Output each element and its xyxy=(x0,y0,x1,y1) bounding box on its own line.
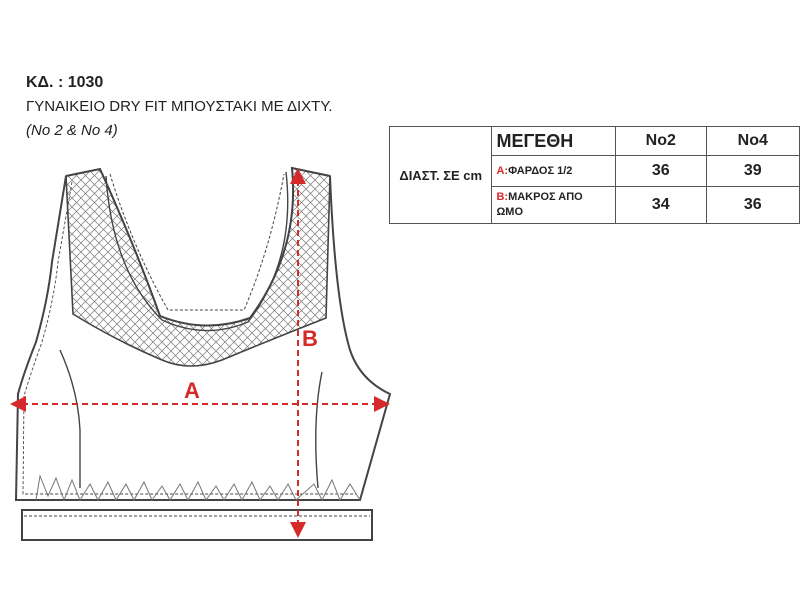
row-b-no4-value: 36 xyxy=(705,186,800,224)
table-row-a: A:ΦΑΡΔΟΣ 1/2 36 39 xyxy=(390,155,800,187)
row-a-label: A:ΦΑΡΔΟΣ 1/2 xyxy=(491,155,616,187)
mesh-panel xyxy=(65,166,331,367)
sizes-header: ΜΕΓΕΘΗ xyxy=(491,126,616,156)
racerback-line xyxy=(109,173,285,311)
column-no4: No4 xyxy=(705,126,800,156)
garment-outline xyxy=(14,175,392,501)
row-a-letter: A: xyxy=(496,164,509,177)
dimension-b-label: B xyxy=(302,326,318,351)
outline-stitch xyxy=(22,181,356,495)
table-row-b: B:ΜΑΚΡΟΣ ΑΠΟ ΩΜΟ 34 36 xyxy=(390,186,800,224)
product-name: ΓΥΝΑΙΚΕΙΟ DRY FIT ΜΠΟΥΣΤΑΚΙ ΜΕ ΔΙΧΤΥ. xyxy=(26,98,333,115)
neckline-inner xyxy=(105,171,289,332)
product-code: ΚΔ. : 1030 xyxy=(26,74,104,91)
right-side-seam xyxy=(315,371,323,489)
table-header-row: ΔΙΑΣΤ. ΣΕ cm ΜΕΓΕΘΗ No2 No4 xyxy=(388,126,800,224)
dimension-a-label: A xyxy=(184,378,200,403)
row-a-no4-value: 39 xyxy=(705,155,800,187)
left-side-seam xyxy=(59,349,81,488)
unit-label: ΔΙΑΣΤ. ΣΕ cm xyxy=(388,126,493,224)
row-a-no2-value: 36 xyxy=(614,155,707,187)
row-b-no2-value: 34 xyxy=(614,186,707,224)
size-chart-table: ΔΙΑΣΤ. ΣΕ cm ΜΕΓΕΘΗ No2 No4 A:ΦΑΡΔΟΣ 1/2… xyxy=(388,126,800,224)
neckline-trim xyxy=(65,166,331,327)
row-b-text: ΜΑΚΡΟΣ ΑΠΟ ΩΜΟ xyxy=(496,191,583,218)
row-b-letter: B: xyxy=(496,191,509,203)
zigzag-pattern xyxy=(35,474,361,502)
row-b-label: B:ΜΑΚΡΟΣ ΑΠΟ ΩΜΟ xyxy=(491,186,616,224)
row-a-text: ΦΑΡΔΟΣ 1/2 xyxy=(508,164,573,177)
waistband xyxy=(21,509,373,541)
product-sizes: (No 2 & No 4) xyxy=(26,122,118,139)
